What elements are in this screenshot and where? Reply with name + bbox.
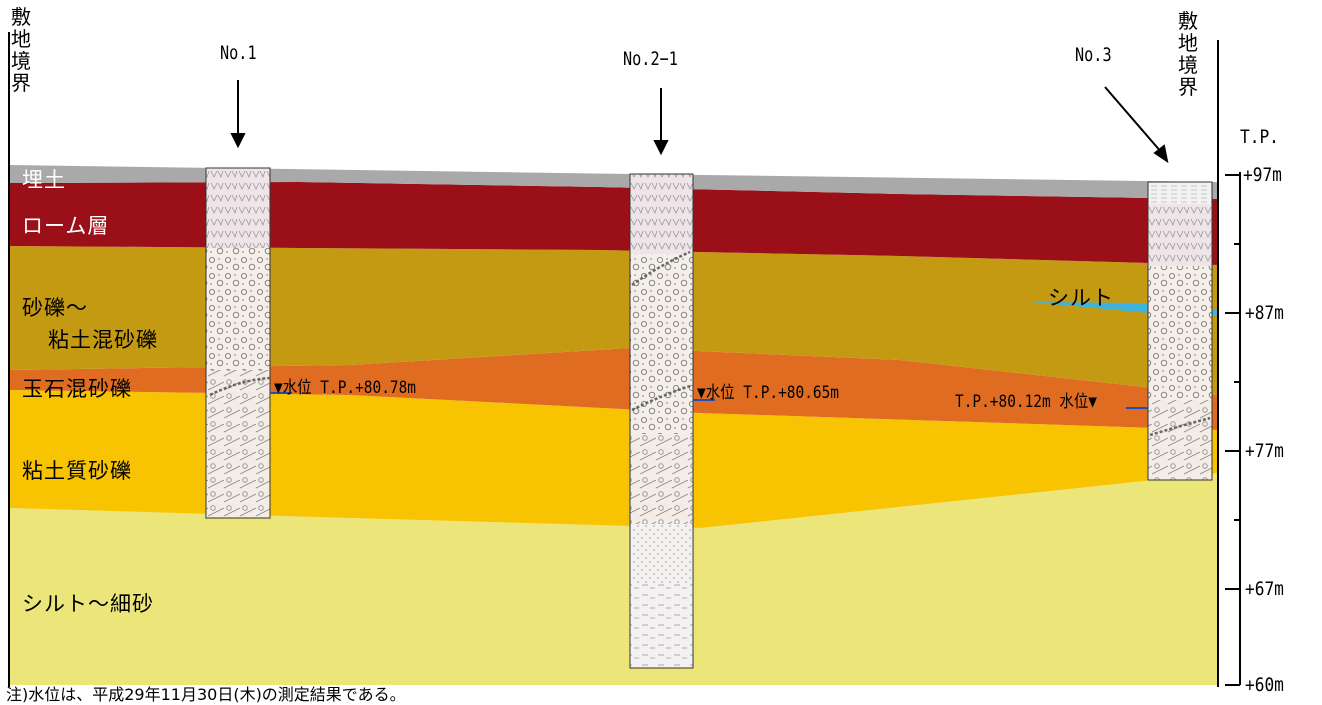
footnote: 注)水位は、平成29年11月30日(木)の測定結果である。: [6, 685, 406, 704]
boundary-label-right: 敷地境界: [1178, 9, 1198, 99]
borehole-label-no3: No.3: [1075, 44, 1112, 66]
layer-loam: [10, 182, 1218, 265]
water-level-label-no1: ▼水位 T.P.+80.78m: [274, 378, 417, 398]
layer-label-fill: 埋土: [22, 168, 66, 192]
layer-label-clayey-gravel: 粘土質砂礫: [22, 459, 132, 483]
borehole-no3-log: [1147, 181, 1213, 481]
layer-label-silt-fine-sand: シルト～細砂: [22, 592, 154, 616]
borehole-label-no2: No.2−1: [623, 48, 678, 70]
layer-boulder-gravel: [10, 348, 1218, 430]
water-level-label-no3: T.P.+80.12m 水位▼: [955, 392, 1098, 412]
layer-label-silt: シルト: [1048, 286, 1114, 310]
layer-label-boulder-gravel: 玉石混砂礫: [22, 377, 132, 401]
layer-fill: [10, 165, 1218, 199]
borehole-no1-log: [205, 167, 271, 519]
layer-label-sandy-gravel-1: 砂礫～: [22, 296, 88, 320]
scale-tick-77: +77m: [1245, 440, 1284, 462]
scale-title: T.P.: [1240, 126, 1279, 148]
scale-tick-97: +97m: [1243, 164, 1282, 186]
scale-tick-67: +67m: [1245, 578, 1284, 600]
layer-clayey-gravel: [10, 390, 1218, 528]
water-level-label-no2: ▼水位 T.P.+80.65m: [697, 383, 840, 403]
layer-silt-fine-sand: [10, 473, 1218, 685]
elevation-scale: [1225, 172, 1241, 686]
layer-label-sandy-gravel-2: 粘土混砂礫: [48, 328, 158, 352]
layer-sandy-gravel: [10, 246, 1218, 395]
scale-tick-60: +60m: [1245, 674, 1284, 696]
scale-tick-87: +87m: [1245, 302, 1284, 324]
boundary-label-left: 敷地境界: [11, 5, 31, 95]
borehole-arrows: [230, 80, 1169, 164]
layer-label-loam: ローム層: [22, 214, 110, 238]
borehole-no2-log: [629, 173, 694, 669]
borehole-label-no1: No.1: [220, 42, 257, 64]
